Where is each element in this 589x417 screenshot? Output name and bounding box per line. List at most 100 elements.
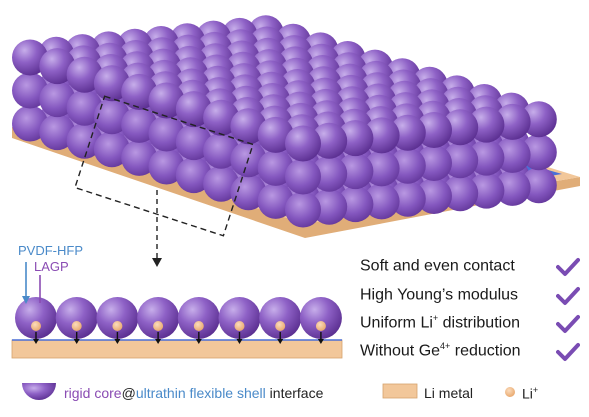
- lattice-sphere: [203, 132, 240, 169]
- feature-text: Soft and even contact: [360, 257, 515, 275]
- lattice-sphere: [230, 174, 267, 211]
- checkmark-icon: [556, 343, 580, 361]
- lattice-sphere: [148, 115, 185, 152]
- ion-flow-arrow-head: [114, 339, 121, 344]
- lattice-sphere: [442, 175, 479, 212]
- li-ion: [193, 321, 204, 331]
- lattice-sphere: [175, 157, 212, 194]
- feature-text: Without Ge: [360, 342, 441, 360]
- lattice-sphere: [363, 150, 400, 187]
- checkmark-icon: [556, 287, 580, 305]
- lattice-sphere: [285, 191, 321, 228]
- lattice-sphere: [66, 122, 103, 159]
- lattice-sphere: [520, 101, 557, 138]
- lattice-sphere: [311, 188, 348, 225]
- lattice-sphere: [12, 72, 48, 109]
- section-sphere: [299, 297, 342, 339]
- lattice-sphere: [121, 106, 158, 143]
- lattice-sphere: [12, 39, 48, 76]
- lattice-sphere: [468, 106, 505, 143]
- section-sphere: [15, 297, 57, 339]
- lattice-sphere: [389, 147, 426, 184]
- feature-sup: +: [432, 313, 439, 323]
- lattice-sphere: [337, 120, 374, 157]
- li-ion: [153, 321, 164, 331]
- lattice-sphere: [520, 167, 557, 204]
- lattice-sphere: [468, 172, 505, 209]
- legend-shell-text: ultrathin flexible shell: [135, 385, 266, 401]
- section-sphere: [218, 297, 261, 339]
- legend-core-text: rigid core: [64, 385, 122, 401]
- legend-li-ion-label: Li+: [522, 385, 538, 402]
- feature-item: High Young’s modulus: [360, 285, 518, 304]
- legend-li-ion-text: Li: [522, 385, 533, 402]
- ion-flow-arrow-head: [73, 339, 80, 344]
- lattice-sphere: [66, 56, 103, 93]
- lattice-sphere: [175, 124, 212, 161]
- lattice-sphere: [121, 73, 158, 110]
- lattice-sphere: [257, 149, 294, 186]
- section-sphere: [177, 297, 220, 339]
- lattice-sphere: [93, 131, 130, 168]
- ion-flow-arrow-head: [317, 339, 324, 344]
- lattice-sphere: [285, 158, 321, 195]
- lattice-sphere: [494, 103, 531, 140]
- lattice-sphere: [337, 186, 374, 223]
- lattice-sphere: [203, 99, 240, 136]
- lagp-label: LAGP: [34, 259, 69, 274]
- section-sphere: [55, 297, 98, 339]
- lattice-sphere: [442, 142, 479, 179]
- legend-sphere-icon: [22, 383, 56, 400]
- lattice-sphere: [363, 183, 400, 220]
- lattice-sphere: [175, 91, 212, 128]
- zoom-arrow-head: [152, 258, 162, 267]
- lattice-sphere: [39, 114, 76, 151]
- ion-flow-arrow-head: [33, 339, 39, 344]
- lattice-sphere: [389, 180, 426, 217]
- lattice-sphere: [389, 114, 426, 151]
- lattice-sphere: [148, 148, 185, 185]
- ion-flow-arrow-head: [155, 339, 162, 344]
- feature-item: Without Ge4+ reduction: [360, 341, 521, 360]
- ion-flow-arrow-head: [195, 339, 202, 344]
- pvdf-arrow-head: [22, 296, 30, 304]
- section-sphere: [96, 297, 139, 339]
- legend-li-ion-sup: +: [532, 385, 539, 395]
- lattice-sphere: [285, 125, 321, 162]
- section-sphere: [259, 297, 302, 339]
- lattice-sphere: [148, 82, 185, 119]
- legend-li-metal-swatch: [382, 383, 418, 399]
- li-metal-layer: [11, 339, 343, 359]
- li-ion: [112, 321, 123, 331]
- lattice-sphere: [311, 122, 348, 159]
- lattice-sphere: [12, 105, 48, 142]
- checkmark-icon: [556, 258, 580, 276]
- lattice-sphere: [230, 108, 267, 145]
- feature-item: Soft and even contact: [360, 256, 515, 275]
- li-ion: [315, 321, 326, 331]
- li-ion: [71, 321, 82, 331]
- lattice-sphere: [311, 155, 348, 192]
- lattice-sphere: [337, 153, 374, 190]
- feature-tail: distribution: [438, 314, 520, 332]
- legend-li-ion-icon: [505, 387, 515, 397]
- li-ion: [234, 321, 245, 331]
- lattice-sphere: [203, 165, 240, 202]
- feature-item: Uniform Li+ distribution: [360, 313, 520, 332]
- lattice-sphere: [416, 145, 452, 181]
- particle-lattice: [12, 15, 557, 228]
- lattice-sphere: [494, 136, 531, 173]
- section-sphere: [137, 297, 180, 339]
- legend-li-metal-label: Li metal: [424, 385, 474, 401]
- feature-text: High Young’s modulus: [360, 286, 519, 304]
- lattice-sphere: [257, 182, 294, 219]
- lattice-sphere: [257, 116, 294, 153]
- lattice-sphere: [93, 98, 130, 135]
- lattice-sphere: [39, 48, 76, 85]
- cross-section: [11, 297, 343, 359]
- lattice-sphere: [66, 89, 103, 126]
- zoom-selection-box: [74, 95, 254, 237]
- lattice-sphere: [468, 139, 505, 176]
- li-ion: [275, 321, 286, 331]
